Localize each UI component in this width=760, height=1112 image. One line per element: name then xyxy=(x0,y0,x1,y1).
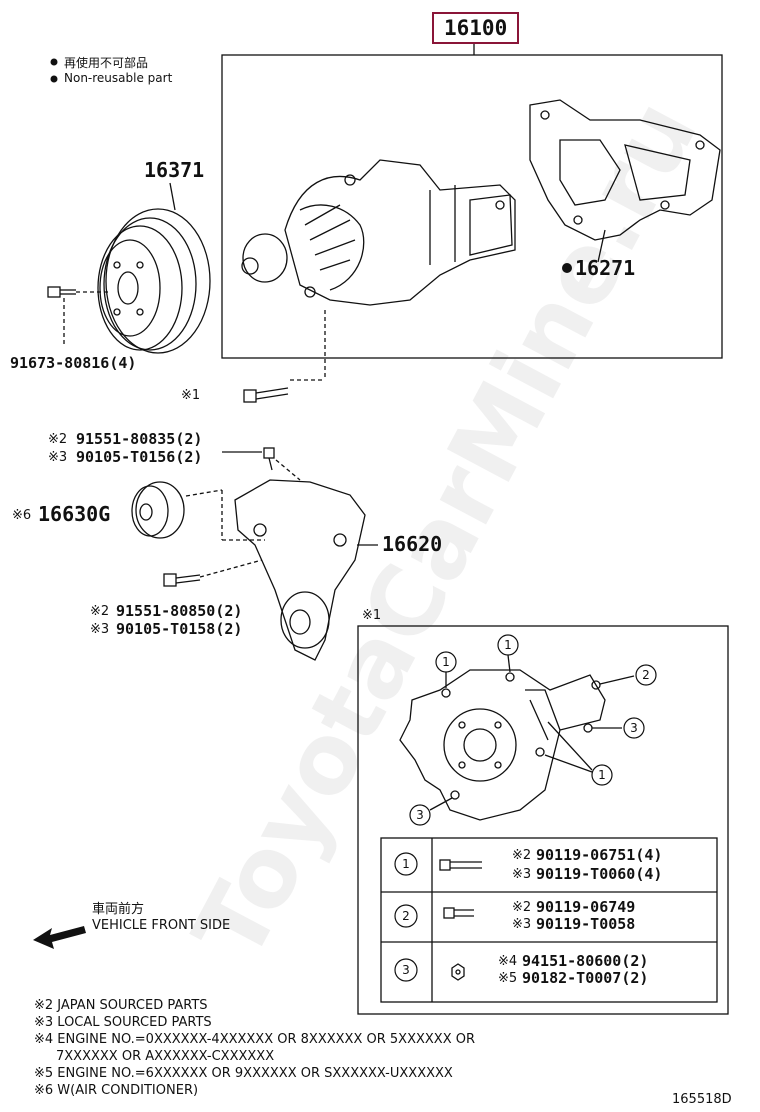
row3-mark-b: ※5 xyxy=(498,971,518,986)
footnote-2: ※2 JAPAN SOURCED PARTS xyxy=(34,998,208,1013)
direction-en: VEHICLE FRONT SIDE xyxy=(92,918,231,933)
detail-frame xyxy=(357,625,729,1015)
row3-part-b[interactable]: 90182-T0007(2) xyxy=(522,969,649,987)
row3-mark-a: ※4 xyxy=(498,954,518,969)
tensioner-bolt-drawing xyxy=(163,559,263,587)
table-bolt-drawings xyxy=(439,859,482,981)
row1-mark-a: ※2 xyxy=(512,848,532,863)
footnote-4-cont: 7XXXXXX OR AXXXXXX-CXXXXXX xyxy=(56,1049,275,1064)
idler-bolt-b-part-number[interactable]: 90105-T0156(2) xyxy=(76,448,203,466)
row1-part-b[interactable]: 90119-T0060(4) xyxy=(536,865,663,883)
svg-text:2: 2 xyxy=(642,668,650,682)
bolt-table-lines xyxy=(380,837,718,1003)
row3-part-a[interactable]: 94151-80600(2) xyxy=(522,952,649,970)
mark1-label: ※1 xyxy=(181,388,201,403)
svg-text:1: 1 xyxy=(402,857,410,871)
tensioner-drawing xyxy=(234,479,378,661)
pulley-bolt-part-number[interactable]: 91673-80816(4) xyxy=(10,354,137,372)
gasket-part-number[interactable]: 16271 xyxy=(575,256,636,280)
mark2-label: ※2 xyxy=(48,432,68,447)
mark1-bolt-drawing xyxy=(243,387,289,403)
legend-jp: 再使用不可部品 xyxy=(64,56,149,70)
pump-rear-view-drawing xyxy=(399,654,635,821)
legend-dot-icon xyxy=(50,58,58,66)
legend-dot-icon xyxy=(50,75,58,83)
svg-text:1: 1 xyxy=(442,655,450,669)
mark6-label: ※6 xyxy=(12,508,32,523)
footnote-4: ※4 ENGINE NO.=0XXXXXX-4XXXXXX OR 8XXXXXX… xyxy=(34,1032,475,1047)
svg-text:1: 1 xyxy=(598,768,606,782)
footnote-3: ※3 LOCAL SOURCED PARTS xyxy=(34,1015,212,1030)
tensioner-bolt-a-part-number[interactable]: 91551-80850(2) xyxy=(116,602,243,620)
row2-part-a[interactable]: 90119-06749 xyxy=(536,898,636,916)
tensioner-part-number[interactable]: 16620 xyxy=(382,532,443,556)
water-pump-drawing xyxy=(241,159,516,381)
pulley-part-number[interactable]: 16371 xyxy=(144,158,205,182)
callout-circles xyxy=(394,634,657,982)
detail-mark1-label: ※1 xyxy=(362,608,382,623)
assembly-frame xyxy=(221,54,723,359)
idler-pulley-part-number[interactable]: 16630G xyxy=(38,502,111,526)
svg-text:3: 3 xyxy=(416,808,424,822)
idler-bolt-drawing xyxy=(222,447,301,481)
mark3-label: ※3 xyxy=(48,450,68,465)
row2-mark-a: ※2 xyxy=(512,900,532,915)
footnote-6: ※6 W(AIR CONDITIONER) xyxy=(34,1083,199,1098)
row2-mark-b: ※3 xyxy=(512,917,532,932)
mark2-label: ※2 xyxy=(90,604,110,619)
figure-id: 165518D xyxy=(672,1092,732,1107)
row1-mark-b: ※3 xyxy=(512,867,532,882)
gasket-drawing xyxy=(529,99,721,263)
direction-jp: 車両前方 xyxy=(92,902,145,917)
svg-text:3: 3 xyxy=(402,963,410,977)
svg-text:1: 1 xyxy=(504,638,512,652)
row1-part-a[interactable]: 90119-06751(4) xyxy=(536,846,663,864)
front-arrow-icon xyxy=(33,926,86,949)
pulley-bolt-drawing xyxy=(47,286,108,345)
callout-numbers: 1 1 2 3 1 3 1 2 3 xyxy=(402,638,650,977)
main-part-number[interactable]: 16100 xyxy=(432,12,520,44)
tensioner-bolt-b-part-number[interactable]: 90105-T0158(2) xyxy=(116,620,243,638)
svg-text:2: 2 xyxy=(402,909,410,923)
non-reusable-dot-icon xyxy=(562,263,572,273)
svg-text:3: 3 xyxy=(630,721,638,735)
row2-part-b[interactable]: 90119-T0058 xyxy=(536,915,636,933)
mark3-label: ※3 xyxy=(90,622,110,637)
idler-pulley-drawing xyxy=(131,481,265,541)
pulley-drawing xyxy=(97,182,211,354)
footnote-5: ※5 ENGINE NO.=6XXXXXX OR 9XXXXXX OR SXXX… xyxy=(34,1066,453,1081)
idler-bolt-a-part-number[interactable]: 91551-80835(2) xyxy=(76,430,203,448)
legend-en: Non-reusable part xyxy=(64,71,173,85)
